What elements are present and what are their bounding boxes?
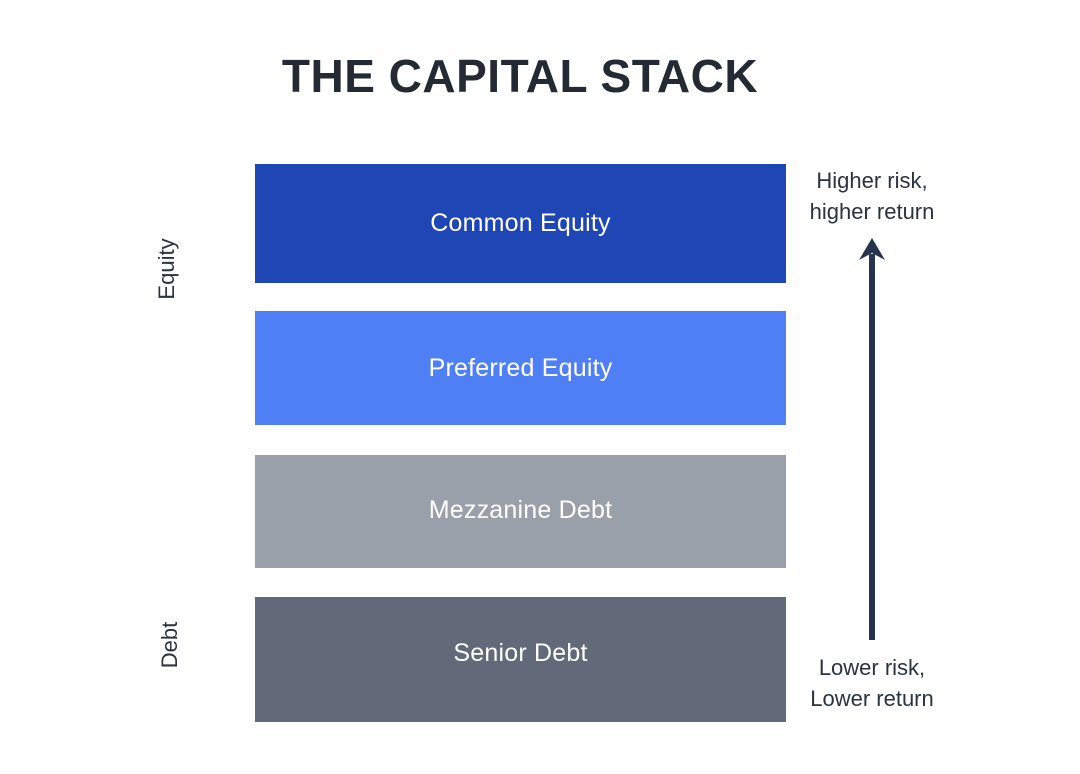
stack-layer-common-equity[interactable]: Common Equity bbox=[255, 164, 786, 283]
annotation-higher-risk-line1: Higher risk, bbox=[816, 168, 928, 193]
page-title: THE CAPITAL STACK bbox=[281, 50, 759, 102]
group-label-debt: Debt bbox=[157, 621, 182, 669]
stack-layer-preferred-equity[interactable]: Preferred Equity bbox=[255, 311, 786, 425]
stack-layer-label: Common Equity bbox=[430, 209, 611, 237]
stack-layer-label: Preferred Equity bbox=[428, 353, 613, 382]
annotation-lower-risk-line1: Lower risk, bbox=[818, 655, 926, 680]
annotation-lower-risk: Lower risk, Lower return bbox=[782, 652, 962, 714]
stack-layer-label: Mezzanine Debt bbox=[428, 496, 613, 524]
stack-layer-mezzanine-debt[interactable]: Mezzanine Debt bbox=[255, 455, 786, 568]
annotation-higher-risk-line2: higher return bbox=[809, 199, 935, 225]
group-label-equity: Equity bbox=[154, 238, 179, 300]
stack-layer-label: Senior Debt bbox=[453, 639, 588, 667]
upward-arrow-icon bbox=[859, 238, 885, 640]
annotation-higher-risk: Higher risk, higher return bbox=[782, 165, 962, 227]
stack-layer-senior-debt[interactable]: Senior Debt bbox=[255, 597, 786, 722]
annotation-lower-risk-line2: Lower return bbox=[810, 686, 934, 712]
